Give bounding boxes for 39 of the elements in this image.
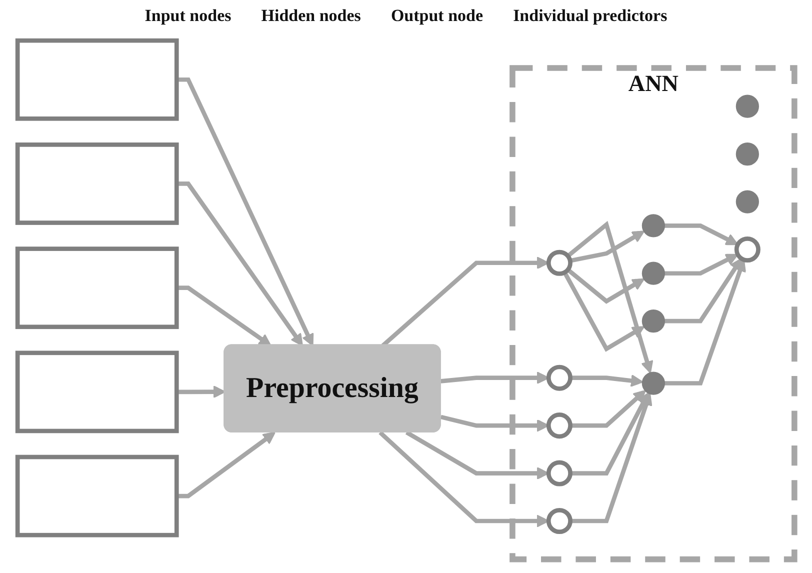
- arrow: [664, 258, 746, 385]
- node-circle: [642, 371, 665, 394]
- arrow: [440, 414, 550, 432]
- arrow: [664, 258, 742, 323]
- arrow: [570, 374, 644, 387]
- node-circle: [642, 261, 665, 284]
- node-circle: [546, 412, 572, 438]
- column-label: Hidden nodes: [261, 6, 361, 26]
- arrow: [570, 392, 652, 523]
- node-circle: [642, 214, 665, 237]
- arrow: [570, 230, 645, 262]
- arrow: [570, 392, 649, 475]
- arrow: [664, 223, 738, 245]
- arrow: [566, 220, 654, 373]
- node-circle: [736, 94, 759, 118]
- node-box: [15, 142, 179, 224]
- node-circle: [546, 508, 572, 534]
- arrow: [570, 390, 646, 428]
- arrow: [440, 371, 550, 384]
- arrow: [664, 253, 738, 276]
- column-label: Output node: [390, 6, 484, 26]
- node-box: [15, 246, 179, 329]
- node-circle: [734, 236, 760, 262]
- arrow: [405, 430, 550, 480]
- node-circle: [546, 364, 572, 390]
- node-circle: [736, 142, 759, 166]
- arrow: [566, 268, 645, 304]
- arrow: [562, 270, 645, 352]
- node-circle: [736, 190, 759, 213]
- cluster: ANN: [510, 64, 798, 562]
- column-label: Input nodes: [144, 6, 232, 26]
- node-box: [15, 454, 179, 537]
- column-label: Individual predictors: [513, 6, 668, 26]
- arrow: [378, 430, 550, 527]
- node-box: [15, 38, 179, 120]
- node-circle: [546, 249, 572, 276]
- node-circle: [546, 460, 572, 486]
- node-box: [15, 350, 179, 433]
- node-circle: [642, 309, 665, 332]
